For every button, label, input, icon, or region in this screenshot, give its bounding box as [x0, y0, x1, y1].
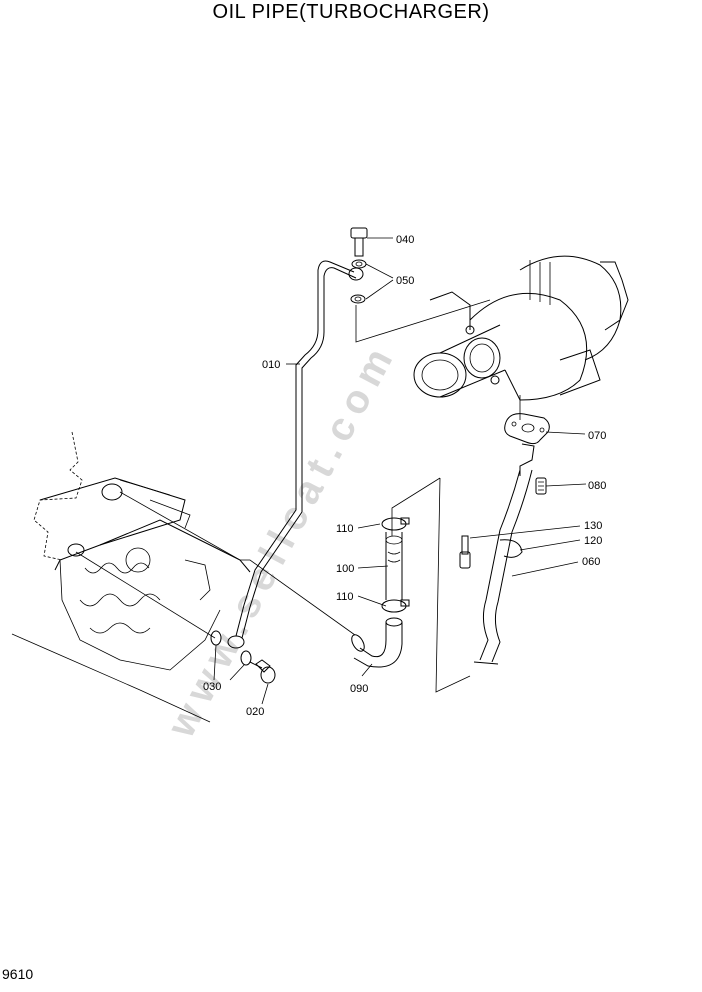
diagram-title: OIL PIPE(TURBOCHARGER) [212, 1, 490, 23]
leader-050-turbo [355, 299, 491, 343]
bolt-130 [459, 535, 471, 569]
label-080: 080 [588, 480, 606, 492]
washers-050 [350, 259, 367, 304]
label-110-upper: 110 [336, 523, 354, 535]
elbow-090 [351, 617, 403, 668]
clamp-110-lower [381, 599, 410, 613]
label-070: 070 [588, 430, 606, 442]
hose-100 [385, 532, 403, 600]
clamp-120 [499, 539, 523, 558]
leader-hose-frame [391, 477, 471, 693]
leader-090-block [119, 491, 356, 636]
flange-070 [504, 413, 550, 445]
pipe-010 [227, 260, 364, 649]
turbocharger [413, 255, 629, 420]
bolt-020 [249, 659, 276, 684]
oil-pipe-exploded-view: www.sellcat.com [11, 227, 629, 745]
label-020: 020 [246, 706, 264, 718]
label-130: 130 [584, 520, 602, 532]
label-090: 090 [350, 683, 368, 695]
bolt-080 [535, 477, 547, 495]
label-110-lower: 110 [336, 591, 354, 603]
leader-030-block [75, 551, 216, 639]
pipe-060 [473, 443, 535, 665]
label-060: 060 [582, 556, 600, 568]
label-050: 050 [396, 275, 414, 287]
clamp-110-upper [381, 517, 410, 531]
bolt-040 [350, 227, 368, 257]
label-120: 120 [584, 535, 602, 547]
label-010: 010 [262, 359, 280, 371]
label-040: 040 [396, 234, 414, 246]
page-number: 9610 [2, 966, 34, 982]
leader-lines [213, 237, 587, 705]
label-100: 100 [336, 563, 354, 575]
label-030: 030 [203, 681, 221, 693]
